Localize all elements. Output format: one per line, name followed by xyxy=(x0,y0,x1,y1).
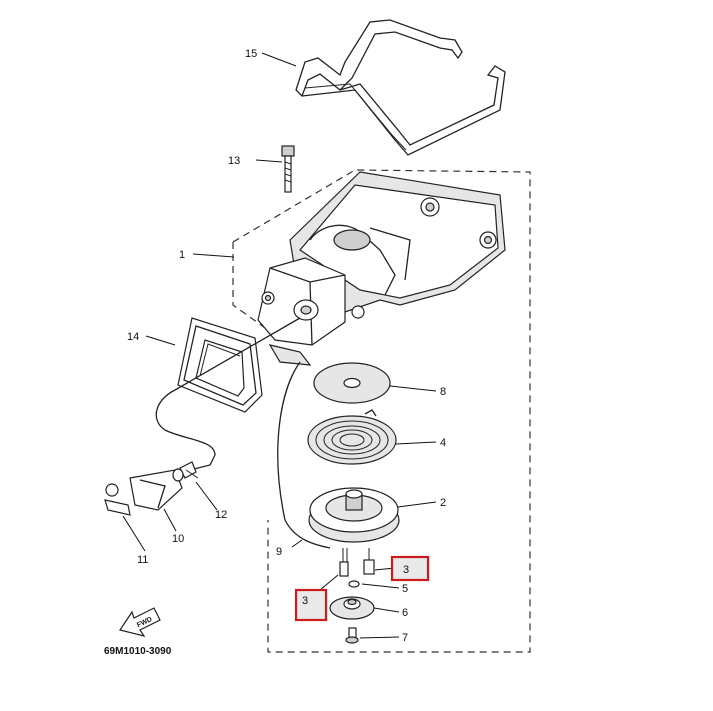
callout-14: 14 xyxy=(127,331,139,343)
fwd-arrow-icon: FWD xyxy=(119,607,161,637)
part-1-starter-housing xyxy=(257,171,506,366)
leader-lines xyxy=(122,52,437,639)
callout-3-left: 3 xyxy=(302,595,308,607)
callout-1: 1 xyxy=(179,249,185,261)
part-3-pawls xyxy=(339,548,375,577)
callout-8: 8 xyxy=(440,386,446,398)
part-11-handle-cap xyxy=(104,483,131,516)
callout-12: 12 xyxy=(215,509,227,521)
part-8-plate xyxy=(313,362,391,404)
callout-2: 2 xyxy=(440,497,446,509)
highlight-callout-3-left[interactable]: 3 xyxy=(294,588,328,622)
part-10-handle-grip xyxy=(129,468,184,511)
part-7-screw xyxy=(345,627,359,644)
part-9-starter-rope xyxy=(155,317,301,471)
part-code: 69M1010-3090 xyxy=(104,646,172,657)
callout-10: 10 xyxy=(172,533,184,545)
callout-13: 13 xyxy=(228,155,240,167)
part-13-bolt xyxy=(281,145,295,193)
highlight-callout-3-right[interactable]: 3 xyxy=(390,555,430,582)
part-2-pulley xyxy=(308,487,400,543)
callout-11: 11 xyxy=(137,554,148,566)
part-5-clip xyxy=(348,580,360,588)
part-15-handle xyxy=(295,19,506,156)
callout-labels: 15 13 1 14 8 4 2 9 5 6 7 10 11 12 xyxy=(127,48,446,644)
part-14-grommet xyxy=(177,317,263,413)
callout-4: 4 xyxy=(440,437,446,449)
callout-9: 9 xyxy=(276,546,282,558)
part-9-rope-lower xyxy=(277,361,331,549)
callout-5: 5 xyxy=(402,583,408,595)
assembly-boundary xyxy=(232,169,531,653)
callout-3-right: 3 xyxy=(403,564,409,576)
part-6-drive-plate xyxy=(329,596,375,620)
callout-6: 6 xyxy=(402,607,408,619)
callout-15: 15 xyxy=(245,48,257,60)
callout-7: 7 xyxy=(402,632,408,644)
part-4-spring xyxy=(307,409,397,465)
